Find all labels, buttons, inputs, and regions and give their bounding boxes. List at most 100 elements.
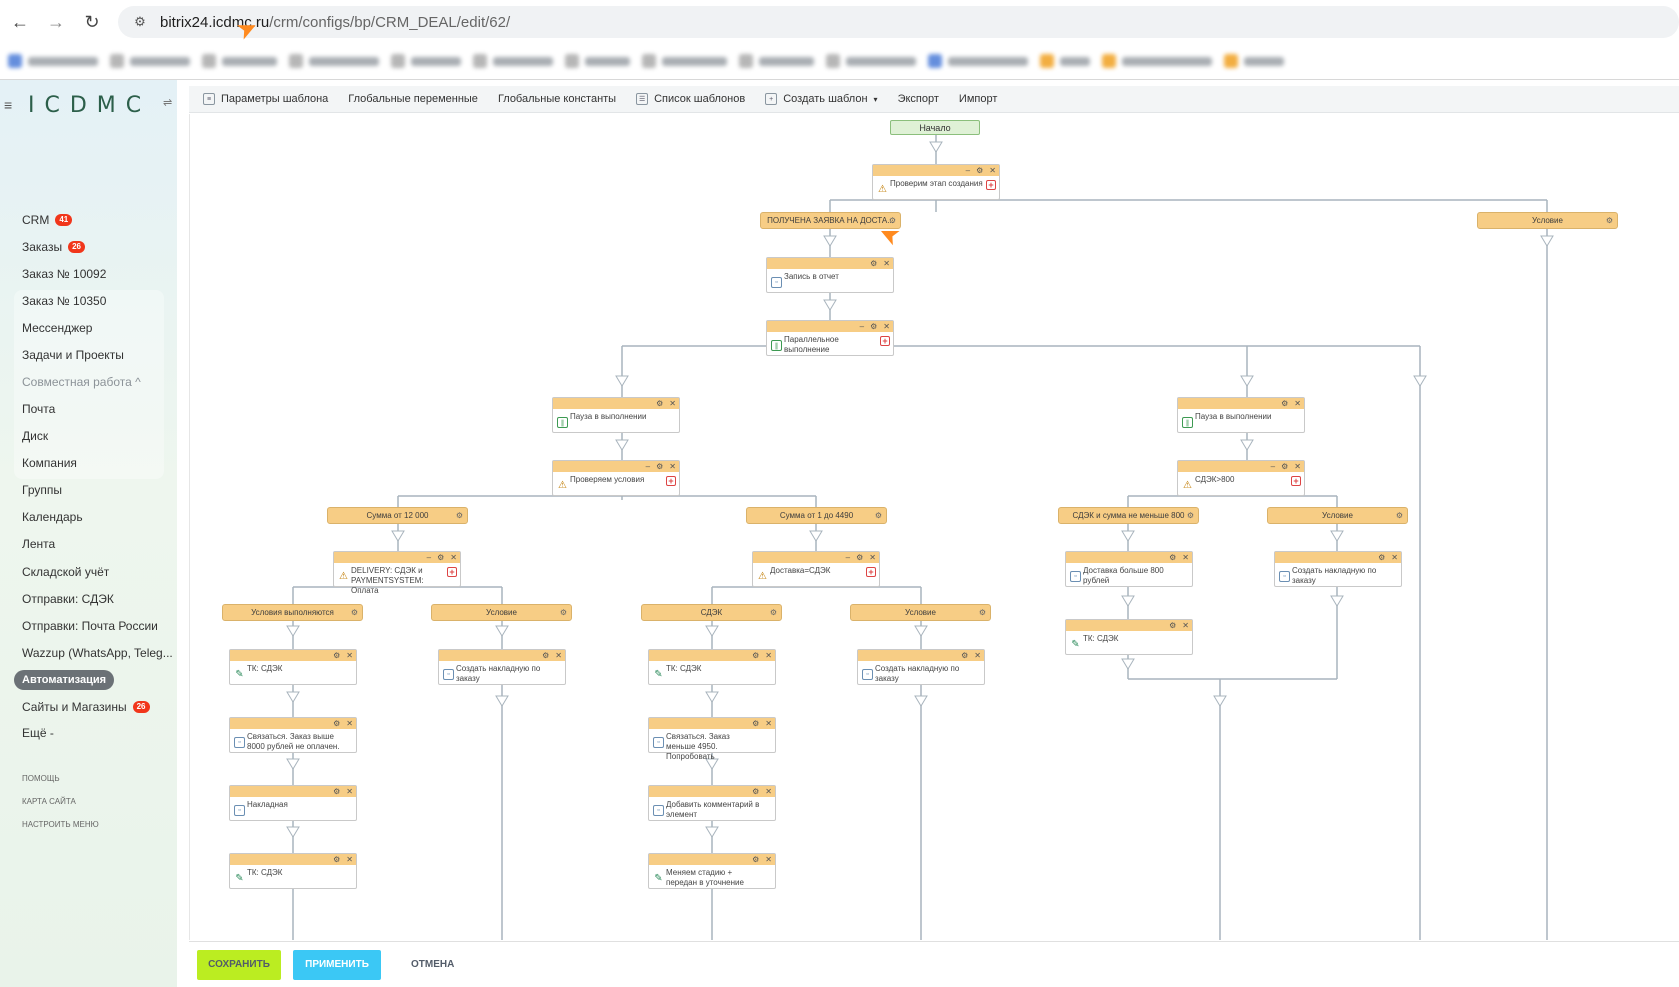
drop-target-arrow[interactable] <box>914 695 928 707</box>
gear-icon[interactable]: ⚙ <box>870 259 878 268</box>
bookmark[interactable] <box>739 52 814 70</box>
activity-condition[interactable]: –⚙✕⚠Доставка=СДЭК+ <box>752 551 880 587</box>
menu-link-help[interactable]: ПОМОЩЬ <box>22 768 60 788</box>
activity[interactable]: ⚙✕✎ТК: СДЭК <box>1065 619 1193 655</box>
close-icon[interactable]: ✕ <box>883 322 890 331</box>
menu-item-warehouse[interactable]: Складской учёт <box>22 562 109 582</box>
drop-target-arrow[interactable] <box>286 625 300 637</box>
apply-button[interactable]: ПРИМЕНИТЬ <box>293 949 381 980</box>
drop-target-arrow[interactable] <box>823 299 837 311</box>
add-branch-icon[interactable]: + <box>866 567 876 577</box>
close-icon[interactable]: ✕ <box>1294 399 1301 408</box>
menu-item-calendar[interactable]: Календарь <box>22 507 83 527</box>
gear-icon[interactable]: ⚙ <box>333 719 341 728</box>
drop-target-arrow[interactable] <box>286 758 300 770</box>
gear-icon[interactable]: ⚙ <box>1186 511 1194 520</box>
gear-icon[interactable]: ⚙ <box>874 511 882 520</box>
bookmark[interactable] <box>642 52 727 70</box>
activity-condition[interactable]: –⚙✕⚠СДЭК>800+ <box>1177 460 1305 496</box>
close-icon[interactable]: ✕ <box>1391 553 1398 562</box>
global-consts-button[interactable]: Глобальные константы <box>498 93 616 105</box>
activity[interactable]: ⚙✕▫Накладная <box>229 785 357 821</box>
menu-item-more[interactable]: Ещё - <box>22 723 54 743</box>
menu-settings-icon[interactable]: ⇌ <box>163 97 173 109</box>
gear-icon[interactable]: ⚙ <box>542 651 550 660</box>
gear-icon[interactable]: ⚙ <box>752 651 760 660</box>
branch-header[interactable]: Сумма от 1 до 4490⚙ <box>746 507 887 524</box>
activity[interactable]: ⚙✕▫Создать накладную по заказу <box>857 649 985 685</box>
forward-icon[interactable]: → <box>47 11 65 32</box>
site-settings-icon[interactable]: ⚙ <box>134 14 146 29</box>
drop-target-arrow[interactable] <box>391 530 405 542</box>
gear-icon[interactable]: ⚙ <box>1169 621 1177 630</box>
close-icon[interactable]: ✕ <box>765 719 772 728</box>
minimize-icon[interactable]: – <box>1270 462 1276 471</box>
gear-icon[interactable]: ⚙ <box>752 855 760 864</box>
add-branch-icon[interactable]: + <box>1291 476 1301 486</box>
menu-toggle-icon[interactable]: ≡ <box>4 97 13 113</box>
drop-target-arrow[interactable] <box>495 625 509 637</box>
bookmark[interactable] <box>289 52 379 70</box>
add-branch-icon[interactable]: + <box>447 567 457 577</box>
drop-target-arrow[interactable] <box>914 625 928 637</box>
gear-icon[interactable]: ⚙ <box>978 608 986 617</box>
menu-item-wazzup[interactable]: Wazzup (WhatsApp, Teleg... <box>22 643 173 663</box>
menu-item-order-10350[interactable]: Заказ № 10350 <box>22 291 106 311</box>
gear-icon[interactable]: ⚙ <box>333 651 341 660</box>
bookmark[interactable] <box>202 52 277 70</box>
save-button[interactable]: СОХРАНИТЬ <box>197 949 281 980</box>
menu-item-company[interactable]: Компания <box>22 453 77 473</box>
branch-header[interactable]: Условие⚙ <box>431 604 572 621</box>
drop-target-arrow[interactable] <box>1121 595 1135 607</box>
activity[interactable]: ⚙✕∥Пауза в выполнении <box>552 397 680 433</box>
close-icon[interactable]: ✕ <box>765 855 772 864</box>
gear-icon[interactable]: ⚙ <box>1605 216 1613 225</box>
bookmark[interactable] <box>826 52 916 70</box>
activity[interactable]: ⚙✕✎ТК: СДЭК <box>229 853 357 889</box>
activity[interactable]: ⚙✕✎ТК: СДЭК <box>648 649 776 685</box>
branch-header[interactable]: Сумма от 12 000⚙ <box>327 507 468 524</box>
drop-target-arrow[interactable] <box>1540 235 1554 247</box>
template-params-button[interactable]: ≡Параметры шаблона <box>203 93 328 105</box>
add-branch-icon[interactable]: + <box>666 476 676 486</box>
gear-icon[interactable]: ⚙ <box>961 651 969 660</box>
close-icon[interactable]: ✕ <box>765 787 772 796</box>
drop-target-arrow[interactable] <box>1330 595 1344 607</box>
menu-item-automation[interactable]: Автоматизация <box>14 670 115 690</box>
minimize-icon[interactable]: – <box>645 462 651 471</box>
drop-target-arrow[interactable] <box>823 235 837 247</box>
close-icon[interactable]: ✕ <box>669 399 676 408</box>
workflow-canvas[interactable]: Начало –⚙✕⚠Проверим этап создания+ ПОЛУЧ… <box>189 114 1679 940</box>
bookmark[interactable] <box>473 52 553 70</box>
gear-icon[interactable]: ⚙ <box>888 216 896 225</box>
bookmark[interactable] <box>1102 52 1212 70</box>
back-icon[interactable]: ← <box>11 11 29 32</box>
gear-icon[interactable]: ⚙ <box>1281 462 1289 471</box>
menu-item-post[interactable]: Отправки: Почта России <box>22 616 158 636</box>
close-icon[interactable]: ✕ <box>1294 462 1301 471</box>
gear-icon[interactable]: ⚙ <box>1169 553 1177 562</box>
drop-target-arrow[interactable] <box>1330 530 1344 542</box>
bookmark[interactable] <box>391 52 461 70</box>
gear-icon[interactable]: ⚙ <box>437 553 445 562</box>
gear-icon[interactable]: ⚙ <box>1378 553 1386 562</box>
activity[interactable]: ⚙✕▫Создать накладную по заказу <box>1274 551 1402 587</box>
gear-icon[interactable]: ⚙ <box>333 787 341 796</box>
close-icon[interactable]: ✕ <box>974 651 981 660</box>
gear-icon[interactable]: ⚙ <box>976 166 984 175</box>
gear-icon[interactable]: ⚙ <box>1395 511 1403 520</box>
activity[interactable]: ⚙✕∥Пауза в выполнении <box>1177 397 1305 433</box>
close-icon[interactable]: ✕ <box>1182 553 1189 562</box>
branch-header[interactable]: Условие⚙ <box>850 604 991 621</box>
gear-icon[interactable]: ⚙ <box>752 719 760 728</box>
drop-target-arrow[interactable] <box>286 691 300 703</box>
bookmark[interactable] <box>928 52 1028 70</box>
gear-icon[interactable]: ⚙ <box>856 553 864 562</box>
drop-target-arrow[interactable] <box>1413 375 1427 387</box>
activity[interactable]: ⚙✕▫Доставка больше 800 рублей <box>1065 551 1193 587</box>
drop-target-arrow[interactable] <box>1213 695 1227 707</box>
drop-target-arrow[interactable] <box>615 439 629 451</box>
close-icon[interactable]: ✕ <box>765 651 772 660</box>
menu-item-tasks[interactable]: Задачи и Проекты <box>22 345 124 365</box>
